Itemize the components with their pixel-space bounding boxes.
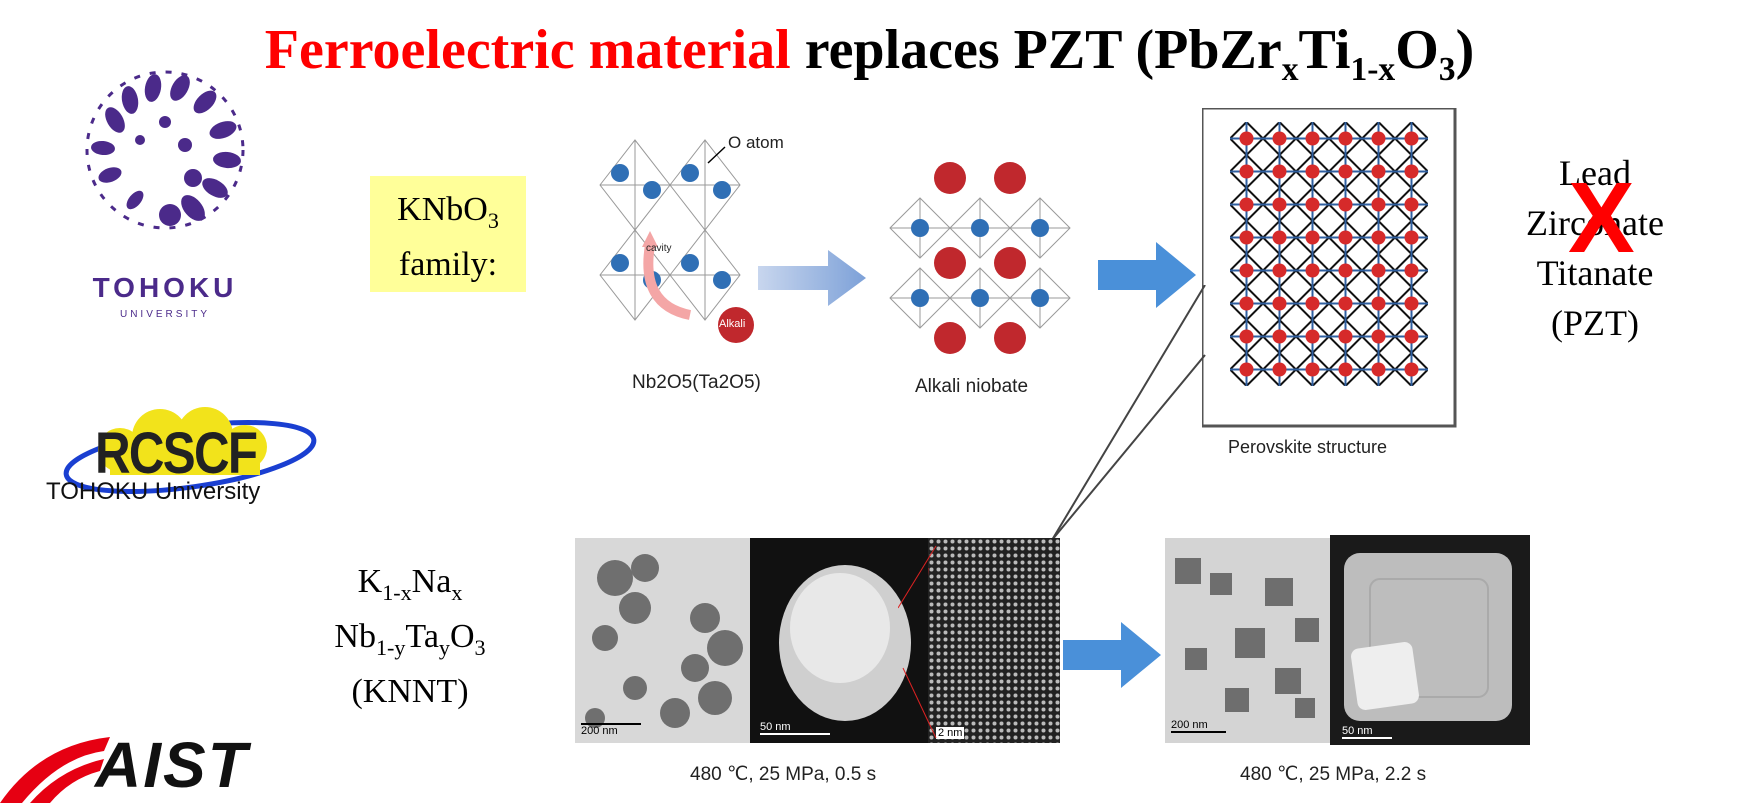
arrow-right-icon	[1063, 622, 1161, 688]
tem-image-cubes: 200 nm	[1165, 538, 1330, 743]
aist-swoosh-icon	[0, 737, 110, 803]
cross-mark-icon: X	[1568, 162, 1635, 274]
alkali-atom-icon	[718, 307, 754, 343]
tohoku-emblem-icon	[85, 70, 245, 230]
alkali-atom-label: Alkali	[719, 318, 746, 330]
zoom-connector-lines	[1051, 285, 1206, 541]
zoom-red-lines	[898, 545, 937, 739]
alkali-niobate-diagram	[889, 162, 1071, 354]
micrograph-caption-right: 480 ℃, 25 MPa, 2.2 s	[1240, 764, 1427, 785]
rcscf-logo-subtext: TOHOKU University	[46, 478, 261, 505]
cavity-label: cavity	[646, 243, 672, 254]
scale-bar-label: 200 nm	[581, 723, 641, 737]
perovskite-structure-diagram	[1202, 108, 1457, 428]
title-highlight: Ferroelectric material	[264, 19, 791, 81]
scale-bar-label: 2 nm	[936, 727, 965, 739]
arrow-right-icon	[758, 250, 866, 306]
rcscf-logo-icon	[63, 407, 317, 494]
micrograph-caption-left: 480 ℃, 25 MPa, 0.5 s	[690, 764, 877, 785]
nb2o5-octahedra-diagram	[599, 139, 741, 321]
stem-image-particle: 50 nm	[750, 538, 928, 743]
perovskite-caption: Perovskite structure	[1228, 437, 1388, 457]
scale-bar-label: 200 nm	[1171, 719, 1226, 733]
slide-title: Ferroelectric material replaces PZT (PbZ…	[264, 19, 1475, 88]
aist-logo-text: AIST	[95, 729, 249, 801]
knnt-formula-label: K1-xNax Nb1-yTayO3 (KNNT)	[334, 563, 486, 710]
arrow-right-icon	[1098, 242, 1196, 308]
title-text: replaces PZT (PbZr	[790, 19, 1282, 81]
tem-image-particles: 200 nm	[575, 538, 750, 743]
pzt-label: Lead Zirconate Titanate (PZT)	[1526, 153, 1664, 343]
nb2o5-caption: Nb2O5(Ta2O5)	[632, 372, 761, 393]
knbo3-family-label: KNbO3 family:	[370, 176, 526, 292]
alkali-niobate-caption: Alkali niobate	[915, 376, 1029, 397]
hrtem-lattice-image: 2 nm	[928, 538, 1060, 743]
scale-bar-label: 50 nm	[760, 721, 830, 735]
tohoku-logo-text: TOHOKU	[92, 272, 238, 303]
tohoku-logo-subtext: UNIVERSITY	[119, 309, 210, 320]
scale-bar-label: 50 nm	[1342, 725, 1392, 739]
o-atom-label: O atom	[728, 133, 784, 152]
stem-image-cube: 50 nm	[1330, 535, 1530, 745]
rcscf-logo-text: RCSCF	[95, 421, 258, 486]
